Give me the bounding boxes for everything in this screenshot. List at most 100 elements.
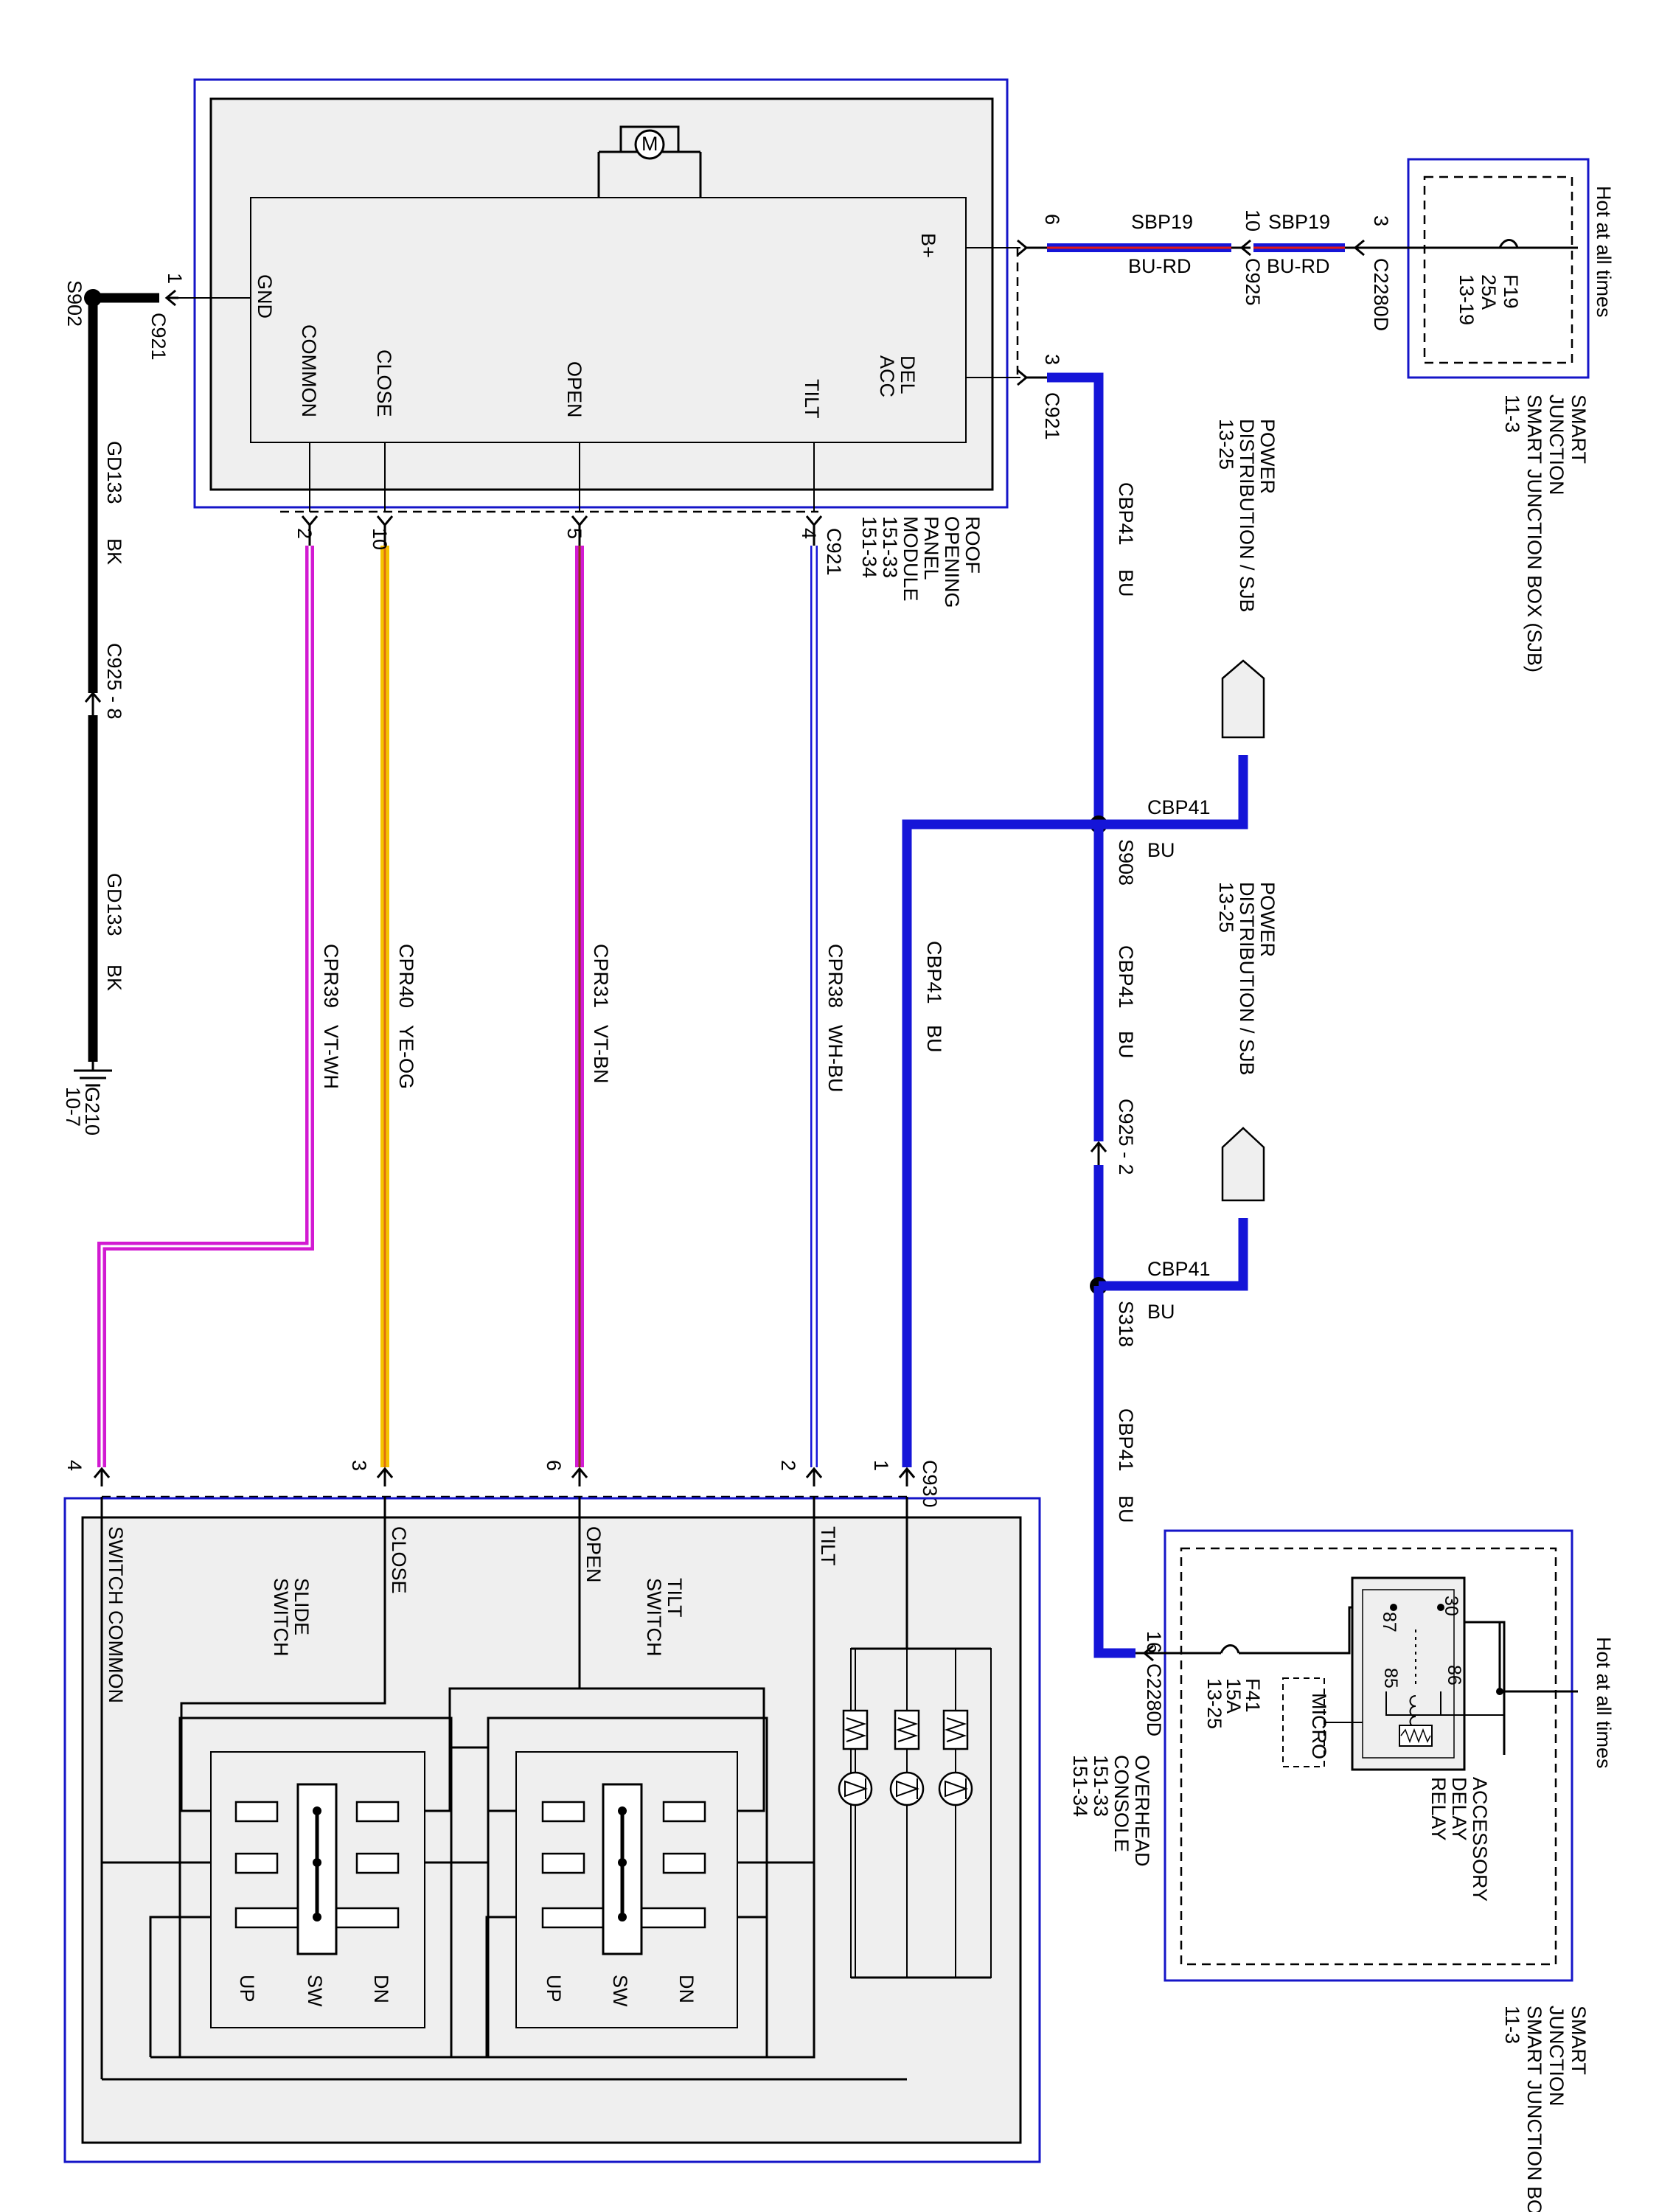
- slide-switch-terminal: [355, 1801, 400, 1823]
- svg-text:DELAY: DELAY: [1448, 1777, 1470, 1841]
- cbp41-color-label-5: BU: [1115, 1495, 1137, 1523]
- sbp19-feed: 6 10 3 SBP19 BU-RD SBP19 BU-RD C925 C228…: [966, 209, 1392, 331]
- svg-text:PANEL: PANEL: [920, 516, 942, 580]
- cbp41-color-label-1: BU: [1115, 569, 1137, 597]
- svg-text:SMART JUNCTION BOX (SJB): SMART JUNCTION BOX (SJB): [1523, 394, 1545, 672]
- cbp41-color-label-6: BU: [923, 1025, 945, 1053]
- pin-common-label: COMMON: [298, 324, 320, 417]
- svg-text:POWER: POWER: [1256, 882, 1279, 957]
- svg-text:151-34: 151-34: [858, 516, 880, 578]
- relay-label: ACCESSORY DELAY RELAY: [1427, 1777, 1491, 1902]
- sjb-top-fuse: F19: [1500, 274, 1522, 309]
- tilt-switch-terminal: [541, 1801, 585, 1823]
- cbp41-circuit-label-2: CBP41: [1147, 796, 1211, 818]
- pin-open-label: OPEN: [563, 361, 585, 418]
- sjb-top-rating: 25A: [1478, 274, 1500, 310]
- sjb-top-hot: Hot at all times: [1593, 186, 1615, 318]
- svg-text:13-25: 13-25: [1215, 419, 1237, 470]
- tilt-up-label: UP: [543, 1975, 565, 2003]
- svg-text:RELAY: RELAY: [1427, 1777, 1450, 1841]
- tilt-dn-label: DN: [675, 1975, 698, 2003]
- splice-s318-label: S318: [1115, 1301, 1137, 1347]
- svg-text:SMART: SMART: [1568, 394, 1590, 464]
- svg-text:SWITCH: SWITCH: [270, 1578, 292, 1656]
- svg-text:DEL: DEL: [897, 355, 919, 394]
- overhead-console: OVERHEAD OVERHEAD CONSOLE 151-33 151-34 …: [63, 1497, 1153, 2163]
- cbp41-color-label-4: BU: [1147, 1301, 1175, 1323]
- svg-text:151-33: 151-33: [879, 516, 901, 578]
- c925-2-label: C925 - 2: [1115, 1099, 1137, 1175]
- motor-icon: M: [597, 125, 702, 198]
- gd133-color-upper: BK: [103, 538, 125, 565]
- svg-text:6: 6: [1041, 214, 1063, 225]
- sjb-top: F19 25A 13-19 Hot at all times SMART JUN…: [1363, 158, 1615, 672]
- svg-text:4: 4: [63, 1460, 86, 1471]
- svg-text:JUNCTION: JUNCTION: [1545, 394, 1568, 495]
- svg-text:OPENING: OPENING: [941, 516, 963, 608]
- svg-text:5: 5: [563, 528, 585, 539]
- pin-tilt-label: TILT: [801, 379, 823, 419]
- svg-text:11-3: 11-3: [1501, 2006, 1523, 2044]
- led-icon: [889, 1771, 925, 1806]
- svg-text:ROOF: ROOF: [961, 516, 984, 574]
- svg-text:151-34: 151-34: [1069, 1755, 1091, 1817]
- slide-sw-label: SW: [304, 1975, 326, 2007]
- micro-label: MICRO: [1308, 1693, 1330, 1759]
- slide-switch-terminal: [234, 1801, 279, 1823]
- c2280d-pin3-connector-icon: [1345, 239, 1365, 257]
- c2280d-pin16-connector-icon: [1135, 1644, 1154, 1662]
- c921-pin4-connector-icon: [805, 515, 823, 546]
- console-switch-common-label: SWITCH COMMON: [105, 1526, 127, 1703]
- c930-pin6-connector-icon: [571, 1467, 588, 1486]
- roof-opening-panel-module: M GND COMMON CLOSE OPEN TILT B+ DEL ACC …: [193, 78, 1019, 608]
- tilt-sw-label: SW: [609, 1975, 631, 2007]
- gd133-circuit-lower: GD133: [103, 873, 125, 936]
- svg-text:13-25: 13-25: [1215, 882, 1237, 933]
- svg-text:TILT: TILT: [664, 1578, 686, 1618]
- ground-circuit: S902 1 C921 GD133 BK C925 - 8 GD133 BK G…: [62, 273, 251, 1135]
- sjb-top-title: SMART JUNCTION SMART JUNCTION BOX (SJB) …: [1501, 394, 1590, 672]
- c921-pin5-connector-icon: [571, 515, 588, 546]
- console-tilt-label: TILT: [817, 1526, 839, 1566]
- cbp41-bus: 3 C921 CBP41 BU CBP41 BU S908 CBP41 BU C…: [902, 354, 1279, 1736]
- overhead-console-label: OVERHEAD CONSOLE 151-33 151-34: [1069, 1755, 1153, 1867]
- c921-pin6-connector-icon: [1017, 239, 1047, 257]
- c925-8-label: C925 - 8: [103, 643, 125, 720]
- fuse-f19-icon: [1498, 239, 1519, 248]
- cbp41-circuit-label-5: CBP41: [1115, 1408, 1137, 1472]
- svg-text:SWITCH: SWITCH: [643, 1578, 665, 1656]
- cpr39-color-label: VT-WH: [320, 1025, 342, 1089]
- pin-gnd-label: GND: [254, 274, 276, 319]
- illumination-leds: [838, 1647, 992, 1979]
- slide-switch-label: SLIDE SWITCH: [270, 1578, 313, 1656]
- power-distribution-lower-label: POWER DISTRIBUTION / SJB 13-25: [1215, 882, 1279, 1076]
- c2280d-bottom-label: C2280D: [1143, 1663, 1165, 1736]
- sbp19-color-label-1: BU-RD: [1128, 255, 1192, 277]
- svg-text:DISTRIBUTION / SJB: DISTRIBUTION / SJB: [1236, 882, 1258, 1076]
- svg-text:M: M: [641, 133, 658, 155]
- svg-text:CONSOLE: CONSOLE: [1110, 1755, 1133, 1852]
- cbp41-circuit-label-4: CBP41: [1147, 1258, 1211, 1280]
- c921-gnd-label: C921: [147, 313, 170, 361]
- pin-b-plus-label: B+: [917, 233, 939, 258]
- c925-label: C925: [1242, 258, 1264, 306]
- svg-text:151-33: 151-33: [1090, 1755, 1112, 1817]
- svg-text:3: 3: [1370, 215, 1392, 226]
- cbp41-circuit-label-6: CBP41: [923, 941, 945, 1004]
- c921-signal-label: C921: [823, 528, 845, 576]
- relay-pin-30: 30: [1441, 1596, 1461, 1616]
- svg-text:16: 16: [1143, 1631, 1165, 1653]
- svg-text:10: 10: [369, 528, 391, 550]
- slide-dn-label: DN: [370, 1975, 392, 2003]
- led-icon: [838, 1771, 873, 1806]
- cpr38-color-label: WH-BU: [824, 1025, 846, 1092]
- svg-text:2: 2: [293, 528, 316, 539]
- splice-s902-label: S902: [63, 280, 86, 327]
- power-distribution-upper-icon: [1221, 659, 1265, 739]
- svg-text:3: 3: [1041, 354, 1063, 365]
- c930-pin1-connector-icon: [898, 1467, 916, 1486]
- svg-text:1: 1: [164, 273, 186, 284]
- svg-text:1: 1: [870, 1460, 892, 1471]
- slide-up-label: UP: [236, 1975, 258, 2003]
- gd133-color-lower: BK: [103, 964, 125, 991]
